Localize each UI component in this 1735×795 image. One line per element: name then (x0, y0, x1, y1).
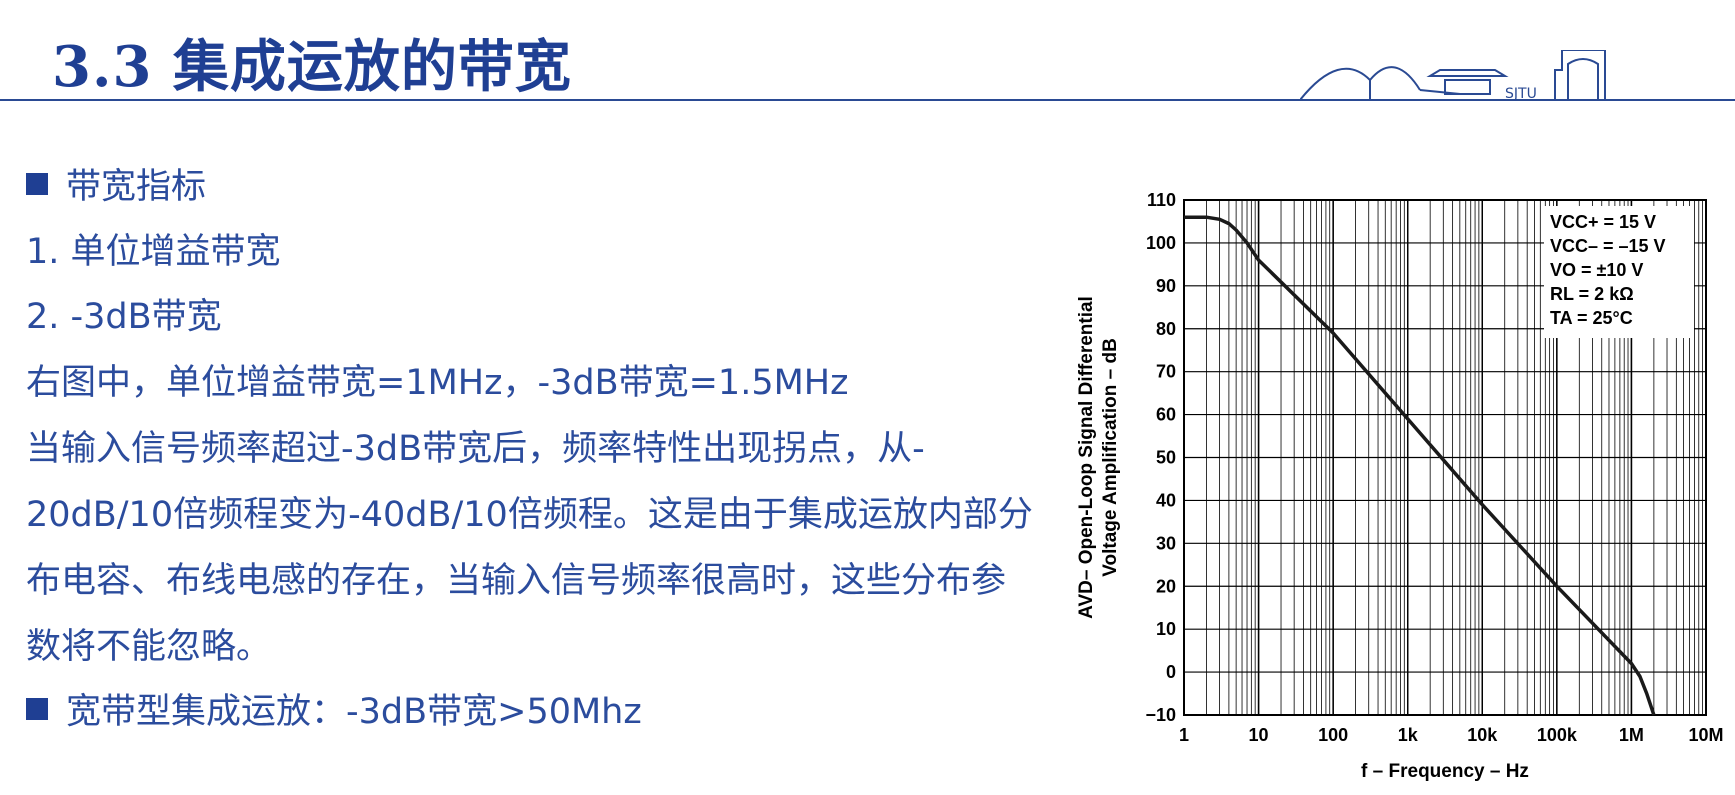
annotation-text: VCC+ = 15 V (1550, 212, 1656, 232)
y-tick-label: 60 (1156, 405, 1176, 425)
university-logo-icon: SJTU (1300, 50, 1620, 102)
annotation-box (1544, 206, 1694, 338)
x-tick-label: 100 (1318, 725, 1348, 745)
y-tick-label: −10 (1145, 705, 1176, 725)
annotation-text: TA = 25°C (1550, 308, 1633, 328)
x-tick-label: 1 (1179, 725, 1189, 745)
square-bullet-icon (26, 698, 48, 720)
y-tick-label: 20 (1156, 576, 1176, 596)
header-divider (0, 99, 1735, 101)
bullet-bandwidth-metrics: 带宽指标 (26, 158, 206, 209)
x-tick-label: 10k (1467, 725, 1498, 745)
y-tick-label: 100 (1146, 233, 1176, 253)
x-axis-label: f – Frequency – Hz (1361, 761, 1529, 782)
text-line: 数将不能忽略。 (26, 627, 272, 667)
item-3db-bandwidth: 2. -3dB带宽 (26, 297, 222, 337)
x-tick-label: 1M (1619, 725, 1644, 745)
logo-text: SJTU (1505, 86, 1537, 102)
y-tick-label: 70 (1156, 362, 1176, 382)
annotation-text: VO = ±10 V (1550, 260, 1643, 280)
y-tick-label: 90 (1156, 276, 1176, 296)
annotation-text: VCC– = –15 V (1550, 236, 1666, 256)
y-tick-label: 40 (1156, 490, 1176, 510)
bullet-text: 宽带型集成运放：-3dB带宽>50Mhz (66, 692, 642, 732)
y-axis-label-line-1: AVD– Open-Loop Signal Differential (1076, 296, 1097, 619)
bullet-wideband-opamp: 宽带型集成运放：-3dB带宽>50Mhz (26, 683, 642, 734)
y-tick-label: 80 (1156, 319, 1176, 339)
gain-curve-line (1184, 215, 1656, 716)
page-title: 3.3 集成运放的带宽 (52, 34, 572, 100)
plot-frame (1183, 199, 1707, 716)
x-tick-label: 10M (1688, 725, 1723, 745)
square-bullet-icon (26, 173, 48, 195)
text-line: 右图中，单位增益带宽=1MHz，-3dB带宽=1.5MHz (26, 363, 849, 403)
text-line: 20dB/10倍频程变为-40dB/10倍频程。这是由于集成运放内部分 (26, 495, 1033, 535)
text-line: 布电容、布线电感的存在，当输入信号频率很高时，这些分布参 (26, 561, 1007, 601)
y-tick-label: 30 (1156, 533, 1176, 553)
text-line: 当输入信号频率超过-3dB带宽后，频率特性出现拐点，从- (26, 429, 925, 469)
y-axis-label-line-2: Voltage Amplification – dB (1100, 338, 1121, 577)
open-loop-gain-chart: VCC+ = 15 V VCC– = –15 V VO = ±10 V RL = 2 … (1076, 190, 1724, 782)
item-unity-gain-bandwidth: 1. 单位增益带宽 (26, 232, 281, 272)
y-tick-label: 50 (1156, 448, 1176, 468)
x-tick-label: 10 (1249, 725, 1269, 745)
x-tick-label: 100k (1537, 725, 1578, 745)
y-tick-label: 10 (1156, 619, 1176, 639)
y-tick-label: 110 (1147, 190, 1176, 210)
y-tick-label: 0 (1166, 662, 1176, 682)
bullet-text: 带宽指标 (66, 167, 207, 207)
x-tick-label: 1k (1398, 725, 1419, 745)
annotation-text: RL = 2 kΩ (1550, 284, 1634, 304)
